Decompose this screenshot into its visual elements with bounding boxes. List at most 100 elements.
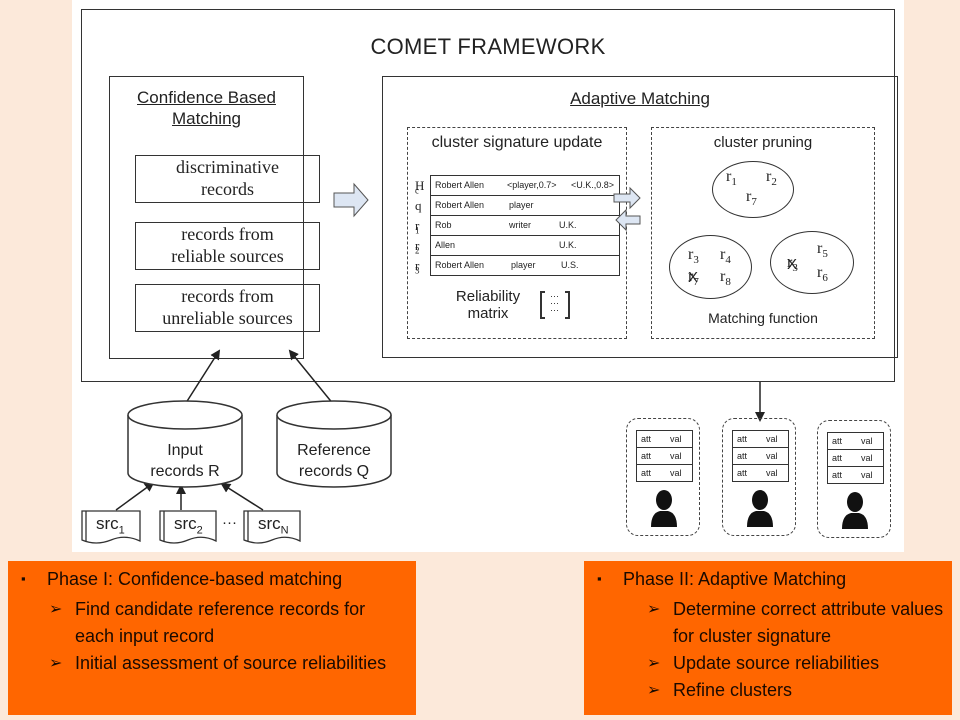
arrow-reference-to-cbm (288, 349, 335, 406)
matrix-bracket-icon: ⋯⋯⋯ (540, 291, 570, 319)
record-r7: r7 (746, 188, 757, 209)
name-cell: Robert Allen (435, 260, 485, 270)
box-line: reliable sources (171, 246, 284, 266)
source-document-icon (81, 510, 141, 544)
record-r3: r3 (688, 246, 699, 267)
diagram-canvas: COMET FRAMEWORK Confidence Based Matchin… (72, 0, 904, 552)
occupation-cell: <player,0.7> (507, 180, 557, 190)
source-document-icon (159, 510, 217, 544)
country-cell: U.S. (561, 260, 579, 270)
confidence-matching-title: Confidence Based Matching (110, 87, 303, 129)
record-r4: r4 (720, 246, 731, 267)
arrow-bullet-icon: ➢ (647, 682, 661, 699)
country-cell: U.K. (559, 240, 577, 250)
record-r1: r1 (726, 168, 737, 189)
phase1-bullet: ➢ Find candidate reference records for e… (49, 596, 405, 650)
framework-title: COMET FRAMEWORK (370, 34, 606, 59)
box-line: records from (181, 286, 274, 306)
phase1-bullet: ➢ Initial assessment of source reliabili… (49, 650, 405, 677)
cluster-pruning-panel: cluster pruning r1 r2 r7 r3 r4 r7 X r8 r… (651, 127, 875, 339)
arrow-input-to-cbm (183, 349, 221, 407)
phase2-bullet: ➢ Refine clusters (647, 677, 949, 704)
source-document-icon (243, 510, 301, 544)
cluster-pruning-title: cluster pruning (713, 134, 813, 151)
comet-framework-frame: COMET FRAMEWORK Confidence Based Matchin… (81, 9, 898, 382)
arrow-srcN-to-input (220, 482, 264, 511)
adaptive-matching-title: Adaptive Matching (570, 89, 710, 108)
occupation-cell: player (509, 200, 534, 210)
phase2-heading: Phase II: Adaptive Matching (597, 569, 846, 590)
name-cell: Robert Allen (435, 200, 485, 210)
label-line: Input (167, 442, 203, 459)
phase2-box: Phase II: Adaptive Matching ➢ Determine … (584, 561, 952, 715)
arrow-bullet-icon: ➢ (647, 655, 661, 672)
country-cell: <U.K.,0.8> (571, 180, 615, 190)
name-cell: Robert Allen (435, 180, 485, 190)
record-r5: r5 (817, 240, 828, 261)
phase1-box: Phase I: Confidence-based matching ➢ Fin… (8, 561, 416, 715)
adaptive-matching-panel: Adaptive Matching cluster signature upda… (382, 76, 898, 358)
cluster-ellipse: r1 r2 r7 (712, 161, 794, 218)
block-arrow-right-icon (613, 186, 641, 210)
label-line: records Q (298, 463, 370, 480)
person-silhouette-icon (842, 492, 868, 529)
label-line: matrix (467, 305, 509, 322)
input-records-label: Input records R (128, 440, 242, 482)
table-row: q Robert Allen player (415, 196, 619, 216)
block-arrow-right-icon (333, 182, 369, 218)
phase1-heading: Phase I: Confidence-based matching (21, 569, 342, 590)
matrix-dots: ⋯⋯⋯ (550, 291, 559, 315)
source-1-label: src1 (96, 514, 125, 537)
arrow-src1-to-input (115, 481, 155, 511)
record-r8: r8 (720, 268, 731, 289)
record-r6: r6 (817, 264, 828, 285)
reliability-matrix-label: Reliability matrix (438, 288, 538, 322)
label-line: records R (150, 463, 220, 480)
source-2-label: src2 (174, 514, 203, 537)
box-line: records (201, 179, 254, 199)
cluster-ellipse: r5 r3 X r6 (770, 231, 854, 294)
name-cell: Allen (435, 240, 456, 250)
title-line: Confidence Based (137, 88, 276, 107)
title-line: Matching (172, 109, 241, 128)
occupation-cell: player (511, 260, 536, 270)
row-label: q (415, 198, 422, 213)
connector-layer (81, 182, 765, 544)
phase2-bullet: ➢ Determine correct attribute values for… (647, 596, 949, 650)
label-line: Reliability (455, 288, 521, 305)
arrow-bullet-icon: ➢ (49, 601, 63, 618)
box-line: unreliable sources (162, 308, 293, 328)
reference-records-label: Reference records Q (277, 440, 391, 482)
label-line: Reference (297, 442, 371, 459)
discriminative-records-box: discriminative records (135, 155, 320, 203)
removed-x-icon: X (787, 256, 798, 273)
record-r7-removed: r7 (688, 268, 699, 289)
record-r2: r2 (766, 168, 777, 189)
phase2-bullet: ➢ Update source reliabilities (647, 650, 949, 677)
record-r3-removed: r3 (787, 254, 798, 275)
input-records-database-icon (127, 400, 243, 488)
arrow-bullet-icon: ➢ (647, 601, 661, 618)
arrow-bullet-icon: ➢ (49, 655, 63, 672)
sources-ellipsis: ··· (222, 514, 237, 531)
person-silhouette-icon (651, 490, 677, 527)
cluster-signature-update-title: cluster signature update (431, 134, 603, 151)
